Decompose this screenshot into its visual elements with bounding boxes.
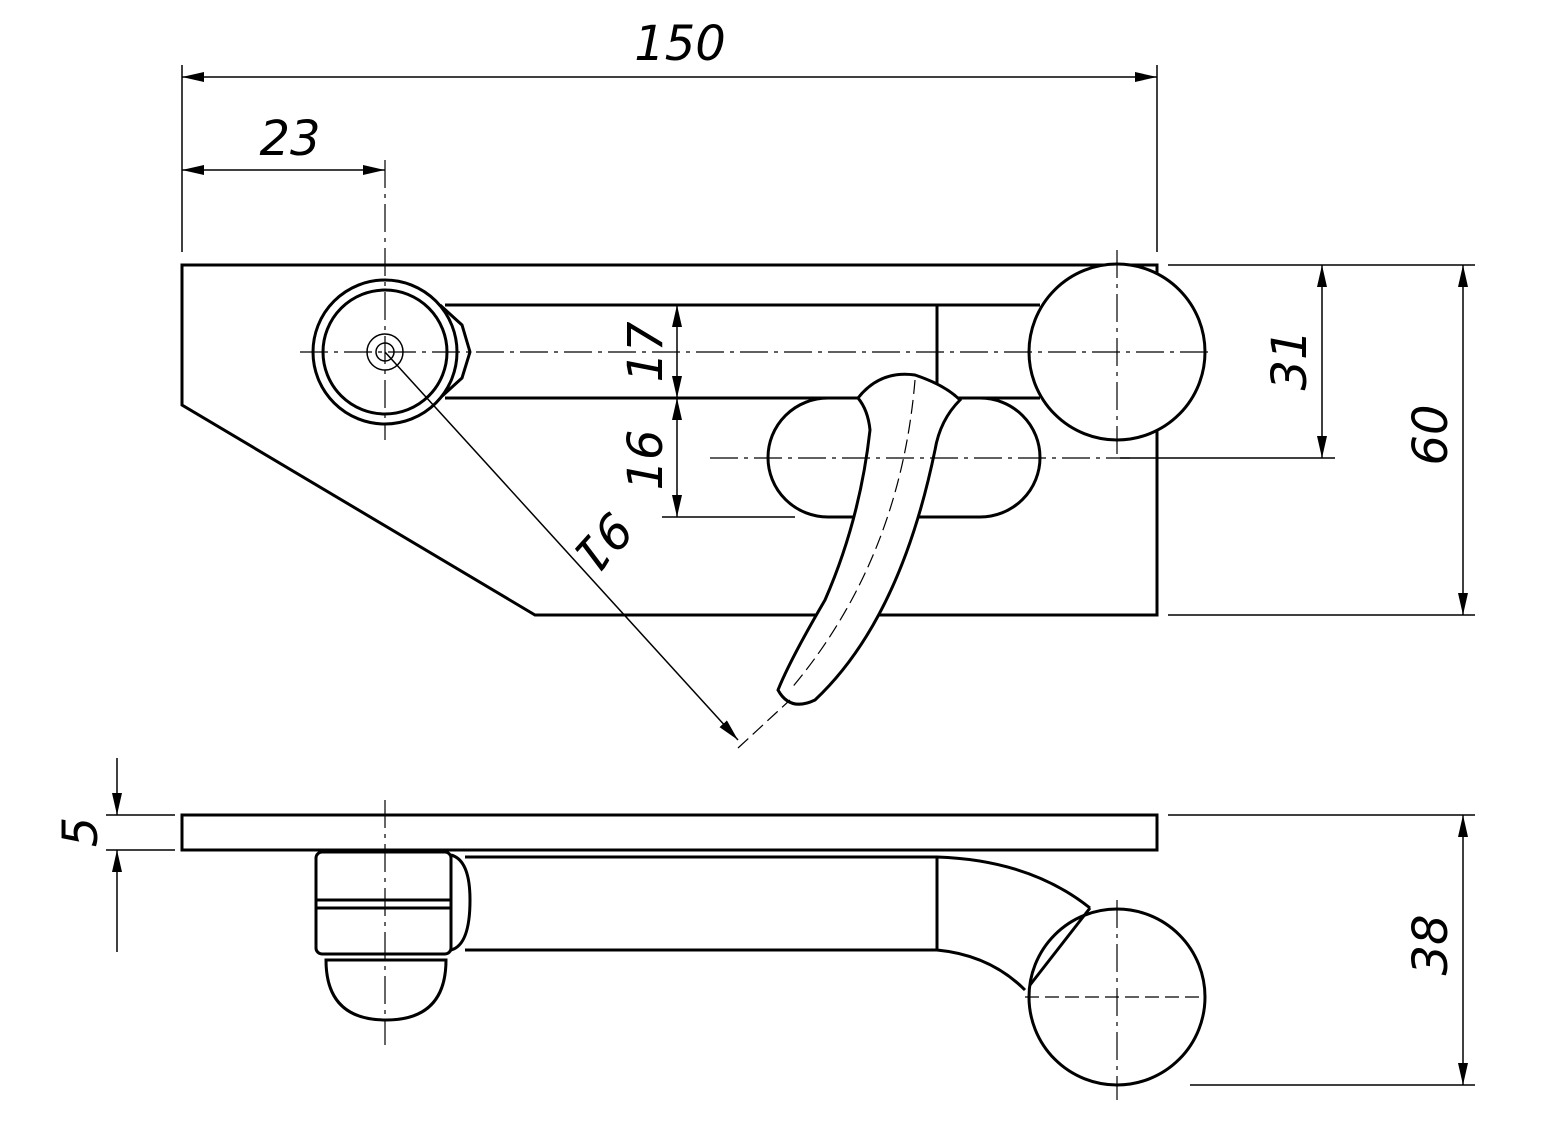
- lever-centerline: [789, 379, 916, 691]
- dim-38: 38: [1403, 914, 1459, 975]
- pivot-cap-side: [324, 958, 448, 1022]
- knob-neck-side: [1028, 907, 1092, 986]
- arm-side: [465, 855, 1091, 992]
- centerline-horizontal: [300, 351, 1210, 459]
- dim-16: 16: [618, 429, 674, 490]
- pivot-groove: [316, 898, 451, 910]
- pivot-body-side: [314, 850, 453, 956]
- pivot-neck-side: [450, 853, 472, 952]
- plate-side: [180, 813, 1159, 852]
- centerline-vertical-side: [384, 800, 1118, 1100]
- dim-17: 17: [618, 321, 674, 383]
- dim-31: 31: [1262, 329, 1318, 390]
- dim-5: 5: [53, 817, 109, 848]
- lever-handle: [776, 372, 963, 706]
- dim-23: 23: [259, 111, 320, 167]
- centerline-vertical: [384, 160, 1118, 460]
- dim-line-91: [384, 351, 739, 741]
- dimensions: 150 23 17 16 91 31 60 5 38: [53, 16, 1475, 1086]
- dim-91: 91: [561, 501, 643, 584]
- top-view: [180, 160, 1210, 706]
- dim-60: 60: [1403, 404, 1459, 465]
- side-view: [180, 800, 1207, 1100]
- dim-150: 150: [634, 16, 726, 72]
